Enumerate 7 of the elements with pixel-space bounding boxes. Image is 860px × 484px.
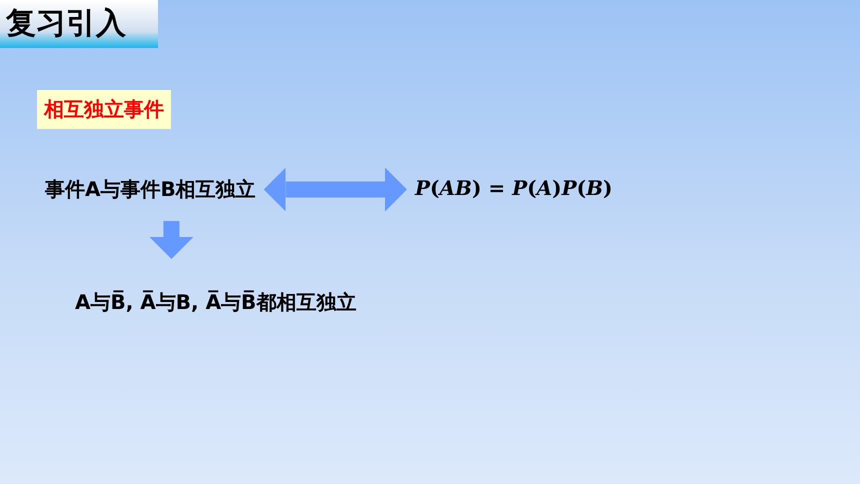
statement-text: 事件A与事件B相互独立	[45, 172, 256, 207]
block-arrow	[264, 168, 407, 212]
formula-text: P(AB) = P(A)P(B)	[415, 172, 612, 204]
statement-text: A与B̅, A̅与B, A̅与B̅都相互独立	[75, 285, 356, 320]
section-title: 复习引入	[0, 0, 158, 48]
topic-label: 相互独立事件	[37, 90, 171, 129]
block-arrow	[149, 221, 194, 259]
